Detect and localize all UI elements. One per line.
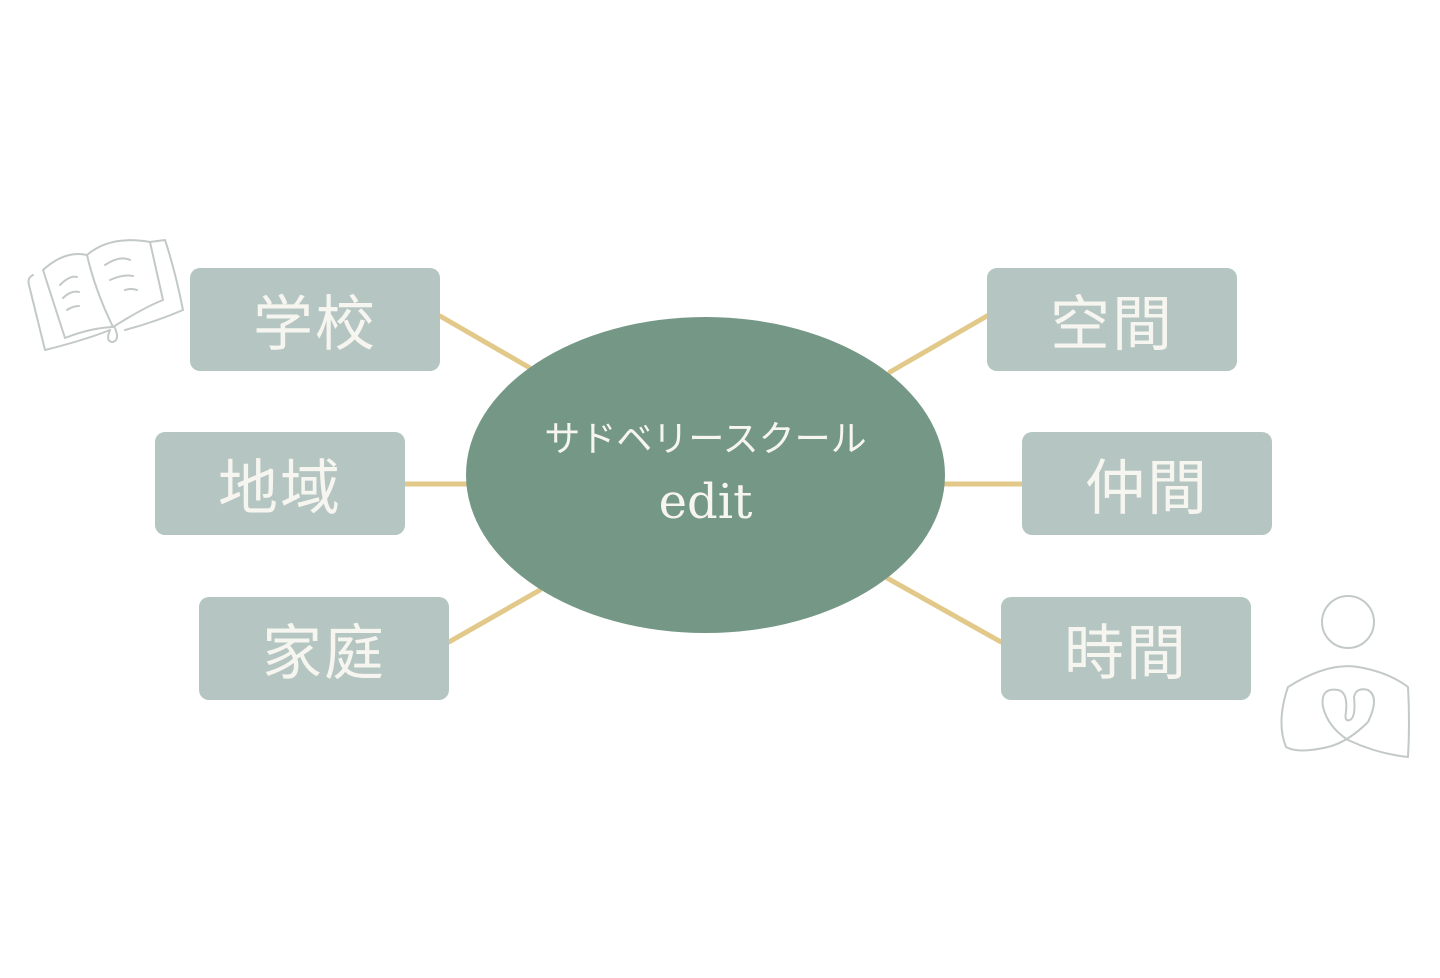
node-community: 地域 xyxy=(155,432,405,535)
node-friends: 仲間 xyxy=(1022,432,1272,535)
node-time: 時間 xyxy=(1001,597,1251,700)
node-school: 学校 xyxy=(190,268,440,371)
center-subtitle: edit xyxy=(658,474,753,530)
connector-school xyxy=(437,313,533,371)
center-node: サドベリースクール edit xyxy=(466,317,945,633)
connector-home xyxy=(446,587,543,645)
person-heart-icon xyxy=(1280,595,1410,758)
node-home: 家庭 xyxy=(199,597,449,700)
open-book-icon xyxy=(27,239,184,351)
node-space: 空間 xyxy=(987,268,1237,371)
connector-space xyxy=(887,313,990,375)
connector-time xyxy=(884,575,1004,645)
center-title: サドベリースクール xyxy=(544,419,867,460)
